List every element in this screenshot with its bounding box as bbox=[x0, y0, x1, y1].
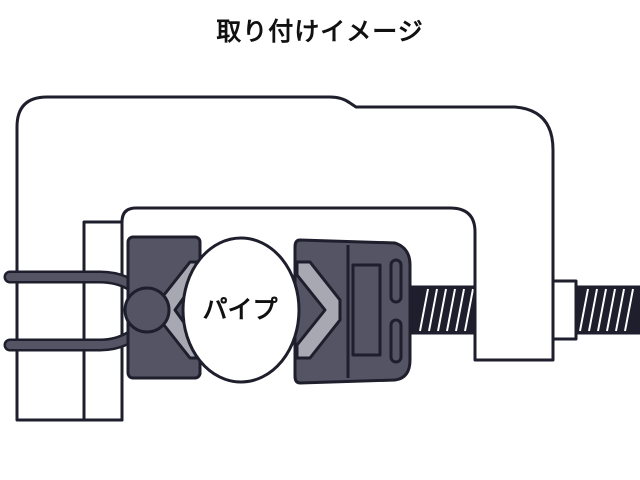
diagram-title: 取り付けイメージ bbox=[216, 17, 424, 46]
nut bbox=[551, 279, 578, 341]
mounting-plate bbox=[82, 220, 124, 422]
c-clamp-frame bbox=[15, 95, 555, 422]
pipe-cross-section bbox=[181, 236, 301, 384]
pipe-label: パイプ bbox=[202, 295, 278, 324]
right-jaw bbox=[293, 238, 412, 385]
